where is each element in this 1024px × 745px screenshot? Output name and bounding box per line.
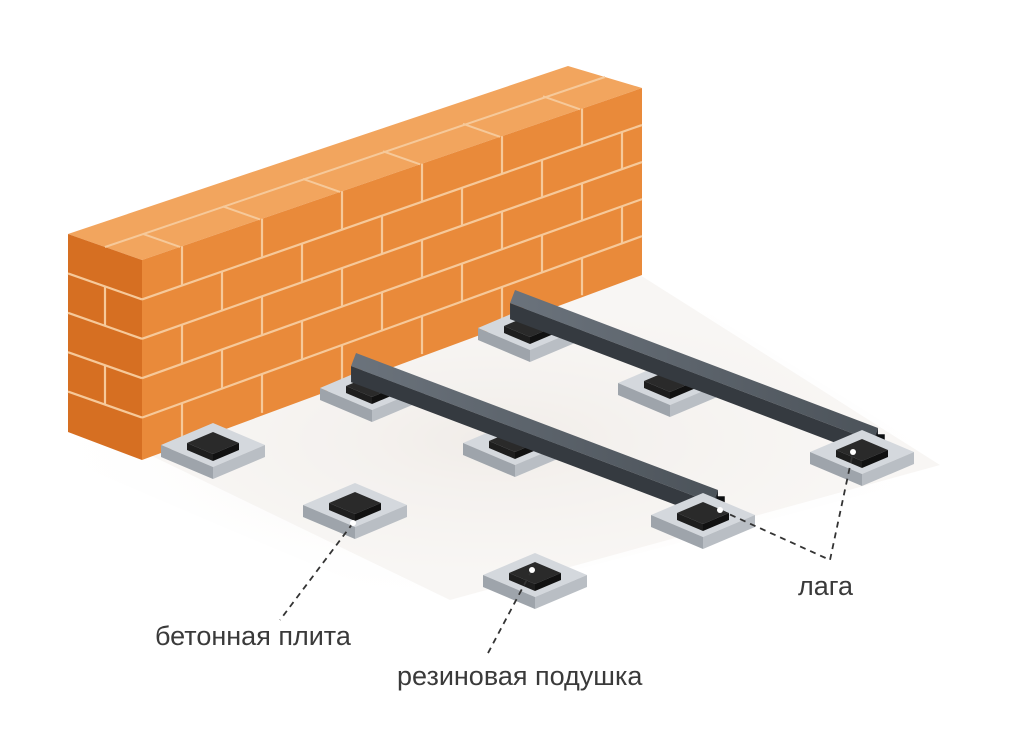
concrete-slab-side [483,575,535,609]
joist [510,290,878,442]
mortar-top-joint [462,122,501,138]
mortar-course [141,161,643,340]
rubber-pad-side [346,386,372,404]
joist [351,353,718,504]
concrete-slab-side [320,388,372,422]
concrete-slab-side [303,505,355,539]
leader-rubber-pad [486,569,533,656]
rubber-pad-side [355,503,381,521]
concrete-slab-side [651,515,703,549]
rubber-pad-side [329,503,355,521]
mortar-lines-front [141,108,643,443]
leader-dot [529,567,535,573]
rubber-pad-side [862,450,888,468]
joist-side [351,366,714,520]
rubber-pad-side [703,513,729,531]
mortar-top-joint [542,95,581,111]
mortar-top-joint [142,232,181,248]
concrete-slab-side [810,452,862,486]
rubber-pad-side [213,443,239,461]
rubber-pad-side [644,381,670,399]
leader-dot [850,449,856,455]
mortar-course [141,123,643,301]
mortar-top-joint [382,150,421,166]
label-joist: лага [798,571,854,601]
label-rubber-pad: резиновая подушка [397,661,643,691]
mortar-lines-end [67,272,143,419]
joists [351,290,885,520]
rubber-pad-side [489,441,515,459]
concrete-slab-side [355,505,407,539]
brick-wall [67,66,643,460]
concrete-slab-side [535,575,587,609]
concrete-slab-side [161,445,213,479]
joist-side [510,303,874,458]
leader-dot [350,520,356,526]
rubber-pad-side [677,513,703,531]
concrete-slab-side [618,383,670,417]
leader-concrete-slab [279,522,354,621]
concrete-slab-side [703,515,755,549]
rubber-pad-side [535,573,561,591]
mortar-course [141,198,643,380]
rubber-pad-side [187,443,213,461]
label-concrete-slab: бетонная плита [155,621,352,651]
rubber-pad-side [509,573,535,591]
rubber-pad-side [836,450,862,468]
mortar-course [141,235,643,419]
concrete-slab-side [463,443,515,477]
wall-end [68,234,142,460]
mortar-top-joint [222,205,261,221]
mortar-top-seam [104,76,606,248]
concrete-slab-side [862,452,914,486]
mortar-lines-top [104,76,606,248]
leader-lines [279,449,856,656]
front-objects [303,430,914,609]
leader-dot [717,507,723,513]
joist-end-opening [716,496,725,505]
rubber-pad-side [504,326,530,344]
concrete-slab-side [213,445,265,479]
concrete-slab-side [478,328,530,362]
wall-front [142,88,642,460]
mortar-top-joint [302,177,341,193]
